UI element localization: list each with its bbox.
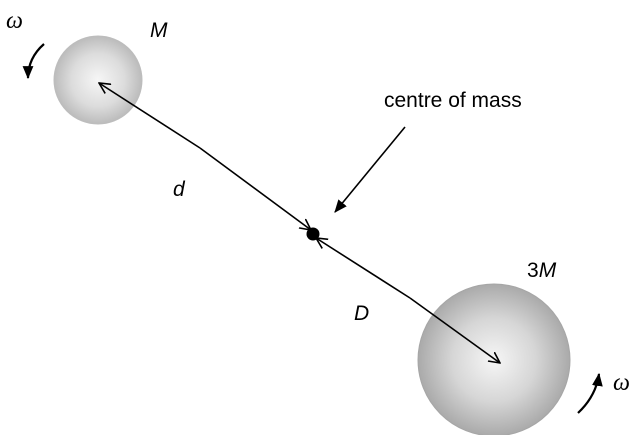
- distance-D-label: D: [354, 302, 369, 325]
- omega-label-top: ω: [6, 8, 23, 34]
- distance-d-arrow-to-small: [99, 83, 201, 149]
- rotation-arrow-bottom: [577, 372, 603, 414]
- centre-of-mass-dot: [306, 227, 320, 241]
- centre-of-mass-label: centre of mass: [384, 89, 522, 112]
- large-mass-label-prefix: 3: [527, 259, 539, 282]
- distance-D-arrow-to-large: [409, 297, 500, 363]
- omega-label-bottom: ω: [613, 370, 630, 396]
- small-mass-sphere: [53, 35, 143, 125]
- distance-d-arrow-to-centre: [199, 147, 311, 230]
- distance-d-label: d: [173, 178, 186, 201]
- centre-pointer-arrow: [334, 126, 406, 213]
- small-mass-label: M: [150, 19, 168, 42]
- large-mass-label: 3M: [527, 259, 557, 282]
- distance-D-arrow-to-centre: [316, 238, 411, 299]
- rotation-arrow-top: [22, 43, 45, 80]
- large-mass-label-var: M: [539, 259, 557, 282]
